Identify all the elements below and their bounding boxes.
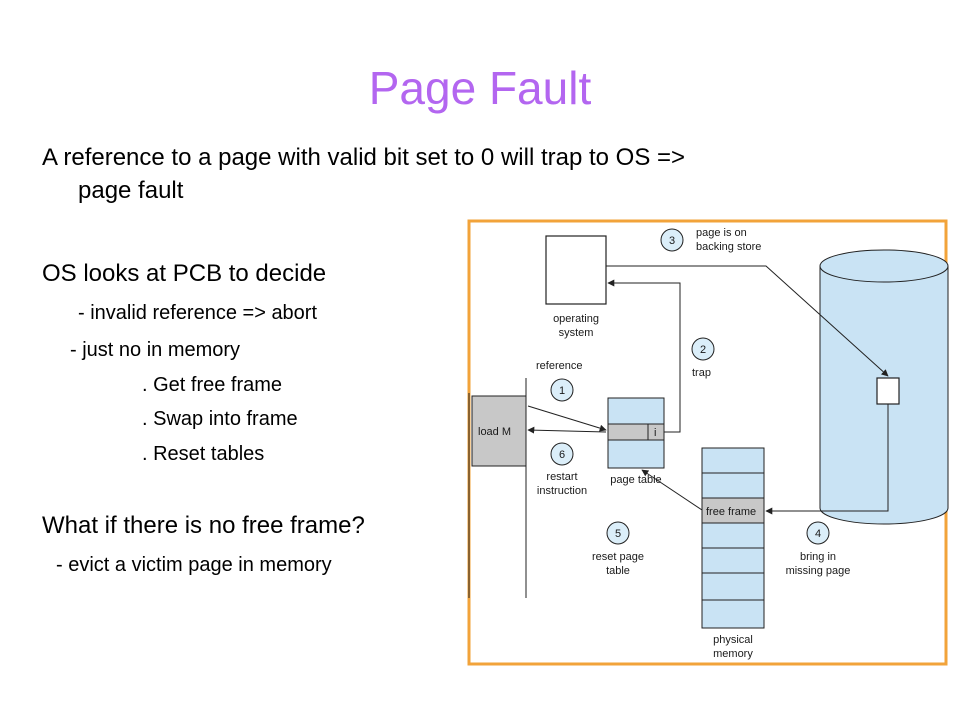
step-1-number: 1 [559, 385, 565, 397]
arrow-page-on-backing-store [606, 265, 889, 377]
no-free-frame-question: What if there is no free frame? [42, 512, 365, 539]
page-on-disk [876, 377, 900, 405]
physical-memory [701, 447, 765, 629]
step-4-label-line1: bring in [800, 551, 836, 563]
arrow-bring-in-page [765, 404, 889, 515]
step-6-label-line2: instruction [537, 485, 587, 497]
pcb-subitem-reset-tables: . Reset tables [142, 443, 265, 465]
arrow-restart-instruction [527, 426, 607, 434]
step-4-badge: 4 [806, 521, 830, 545]
step-2-label: trap [692, 367, 711, 379]
physical-memory-label-line2: memory [713, 648, 753, 660]
evict-victim-answer: - evict a victim page in memory [56, 554, 332, 576]
step-3-badge: 3 [660, 228, 684, 252]
step-2-badge: 2 [691, 337, 715, 361]
pcb-heading: OS looks at PCB to decide [42, 260, 327, 287]
step-5-label-line1: reset page [592, 551, 644, 563]
invalid-bit-label: i [654, 427, 656, 439]
intro-text-line1: A reference to a page with valid bit set… [42, 144, 686, 171]
load-m-label: load M [478, 426, 511, 438]
free-frame [701, 497, 765, 524]
step-5-label-line2: table [606, 565, 630, 577]
pcb-item-invalid-reference: - invalid reference => abort [78, 302, 318, 324]
step-5-badge: 5 [606, 521, 630, 545]
pcb-subitem-get-free-frame: . Get free frame [142, 374, 283, 396]
step-1-badge: 1 [550, 378, 574, 402]
step-6-badge: 6 [550, 442, 574, 466]
os-label-line1: operating [553, 313, 599, 325]
load-m-instruction [471, 395, 527, 467]
step-4-number: 4 [815, 528, 821, 540]
os-box [545, 235, 607, 305]
step-6-label-line1: restart [546, 471, 577, 483]
page-fault-diagram: operating system reference load M i page… [467, 219, 949, 666]
physical-memory-label-line1: physical [713, 634, 753, 646]
arrow-reference [527, 405, 607, 432]
arrow-reset-page-table [641, 469, 703, 511]
intro-text-line2: page fault [78, 177, 184, 204]
slide-title: Page Fault [368, 62, 592, 114]
step-5-number: 5 [615, 528, 621, 540]
step-4-label-line2: missing page [786, 565, 851, 577]
arrow-trap [607, 279, 681, 433]
os-label-line2: system [559, 327, 594, 339]
pcb-subitem-swap-into-frame: . Swap into frame [142, 408, 298, 430]
page-table-label: page table [610, 474, 661, 486]
reference-label: reference [536, 360, 582, 372]
step-3-label-line1: page is on [696, 227, 747, 239]
step-2-number: 2 [700, 344, 706, 356]
pcb-item-not-in-memory: - just no in memory [70, 339, 241, 361]
step-3-label-line2: backing store [696, 241, 761, 253]
free-frame-label: free frame [706, 506, 756, 518]
step-6-number: 6 [559, 449, 565, 461]
step-3-number: 3 [669, 235, 675, 247]
